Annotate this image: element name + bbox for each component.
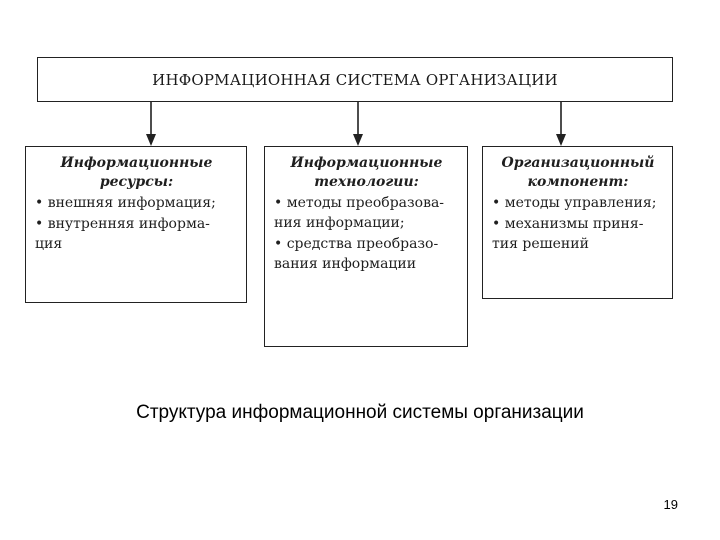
org-component-title: Организационный компонент: [501,155,655,190]
list-item: • методы преобразова- ния информации; [274,195,445,231]
arrow-to-technologies [353,102,363,146]
resources-box: Информационные ресурсы: • внешняя информ… [25,146,247,303]
list-item: • методы управления; [492,195,657,211]
list-item: • внутренняя информа- ция [35,216,210,252]
list-item: • средства преобразо- вания информации [274,236,439,272]
technologies-box: Информационные технологии: • методы прео… [264,146,468,347]
system-title-box: ИНФОРМАЦИОННАЯ СИСТЕМА ОРГАНИЗАЦИИ [37,57,673,102]
slide-caption: Структура информационной системы организ… [136,402,584,423]
list-item: • внешняя информация; [35,195,216,211]
arrow-to-resources [146,102,156,146]
technologies-title: Информационные технологии: [290,155,443,190]
page-number: 19 [663,497,678,512]
resources-title: Информационные ресурсы: [60,155,213,190]
arrow-to-org-component [556,102,566,146]
system-title: ИНФОРМАЦИОННАЯ СИСТЕМА ОРГАНИЗАЦИИ [152,70,558,89]
org-component-box: Организационный компонент: • методы упра… [482,146,673,299]
list-item: • механизмы приня- тия решений [492,216,644,252]
